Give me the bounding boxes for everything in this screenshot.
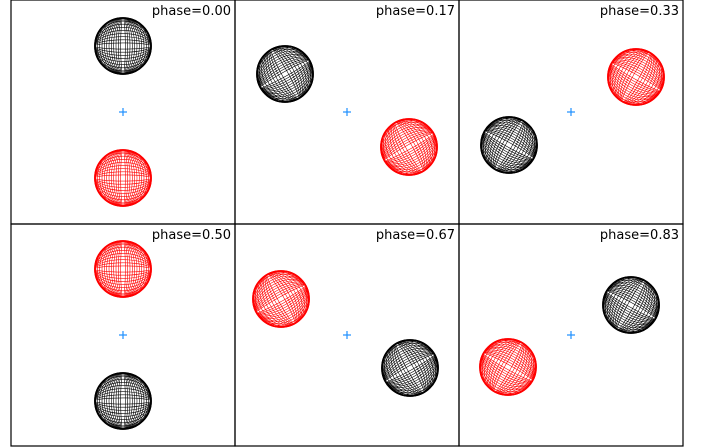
phase-panel-3: phase=0.33 xyxy=(458,0,684,225)
center-of-mass-marker xyxy=(119,108,127,116)
phase-label: phase=0.00 xyxy=(152,4,231,19)
panel-frame xyxy=(458,223,684,447)
primary-star xyxy=(381,339,439,397)
center-of-mass-marker xyxy=(119,331,127,339)
secondary-star xyxy=(380,118,438,176)
phase-panel-4: phase=0.50 xyxy=(10,223,236,447)
phase-panel-6: phase=0.83 xyxy=(458,223,684,447)
secondary-star xyxy=(479,338,537,396)
phase-label: phase=0.83 xyxy=(600,228,679,243)
primary-star xyxy=(480,116,538,174)
phase-panel-5: phase=0.67 xyxy=(234,223,460,447)
primary-star xyxy=(602,276,660,334)
phase-label: phase=0.50 xyxy=(152,228,231,243)
primary-star xyxy=(94,17,152,75)
phase-label: phase=0.67 xyxy=(376,228,455,243)
phase-label: phase=0.17 xyxy=(376,4,455,19)
primary-star xyxy=(94,372,152,430)
primary-star xyxy=(256,45,314,103)
phase-panel-1: phase=0.00 xyxy=(10,0,236,225)
phase-panel-2: phase=0.17 xyxy=(234,0,460,225)
center-of-mass-marker xyxy=(343,108,351,116)
secondary-star xyxy=(252,270,310,328)
center-of-mass-marker xyxy=(567,108,575,116)
panel-grid: phase=0.00 phase=0.17 phase=0.33 phase=0.50… xyxy=(10,0,684,447)
secondary-star xyxy=(607,48,665,106)
center-of-mass-marker xyxy=(343,331,351,339)
secondary-star xyxy=(94,240,152,298)
phase-label: phase=0.33 xyxy=(600,4,679,19)
secondary-star xyxy=(94,149,152,207)
center-of-mass-marker xyxy=(567,331,575,339)
